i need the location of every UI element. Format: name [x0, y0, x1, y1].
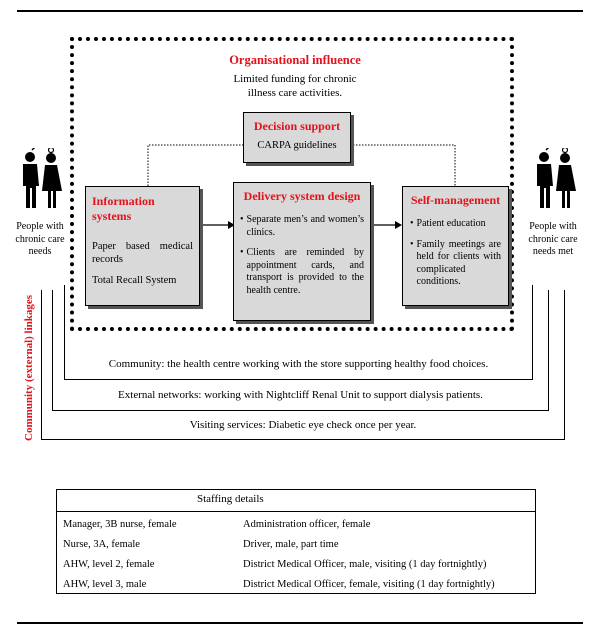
staffing-cell-left: Manager, 3B nurse, female — [63, 518, 177, 530]
people-left-line-3: needs — [28, 246, 52, 257]
info-item-1-line-1: Paper based medical — [92, 241, 193, 252]
community-linkages-label: Community (external) linkages — [23, 294, 35, 441]
decision-support-title: Decision support — [253, 119, 341, 133]
org-influence-title: Organisational influence — [229, 53, 361, 67]
staffing-row: Nurse, 3A, female Driver, male, part time — [63, 534, 533, 554]
self-management-box: Self-management • Patient education • Fa… — [402, 186, 509, 306]
org-influence-text: Limited funding for chronic illness care… — [150, 72, 440, 100]
people-icon-left — [23, 148, 62, 208]
dotted-connector-right — [350, 144, 456, 186]
staffing-cell-right: Driver, male, part time — [243, 538, 339, 550]
delivery-system-box: Delivery system design • Separate men’s … — [233, 182, 371, 321]
staffing-row: AHW, level 2, female District Medical Off… — [63, 554, 533, 574]
bullet-dot: • — [240, 214, 244, 225]
community-bracket — [64, 285, 533, 380]
people-right-line-1: People with — [529, 221, 577, 232]
people-label-left: People with chronic care needs — [8, 221, 72, 259]
decision-support-box: Decision support CARPA guidelines — [243, 112, 351, 163]
people-right-line-2: chronic care — [528, 233, 578, 245]
staffing-cell-right: Administration officer, female — [243, 518, 371, 530]
people-right-line-3: needs met — [532, 246, 574, 257]
self-bullet-1-text: Patient education — [416, 218, 486, 229]
people-icon-right — [537, 148, 576, 208]
staffing-cell-left: Nurse, 3A, female — [63, 538, 140, 550]
staffing-header: Staffing details — [57, 490, 535, 512]
info-item-2: Total Recall System — [92, 275, 177, 286]
external-linkage-text: External networks: working with Nightcli… — [118, 389, 483, 401]
staffing-cell-left: AHW, level 2, female — [63, 558, 155, 570]
org-line-1: Limited funding for chronic — [233, 73, 357, 85]
staffing-cell-right: District Medical Officer, male, visiting… — [243, 558, 487, 570]
staffing-cell-right: District Medical Officer, female, visiti… — [243, 578, 495, 590]
dotted-connector-left — [147, 144, 243, 186]
bullet-dot: • — [410, 238, 414, 250]
staffing-row: Manager, 3B nurse, female Administration … — [63, 514, 533, 534]
external-bracket — [52, 290, 549, 411]
delivery-bullet-1-text: Separate men’s and women’s clinics. — [246, 214, 364, 238]
information-systems-box: Information systems Paper based medical … — [85, 186, 200, 306]
self-bullet-1: • Patient education — [410, 218, 501, 231]
arrow-head-2 — [395, 221, 402, 229]
people-left-line-1: People with — [16, 221, 64, 232]
people-left-line-2: chronic care — [15, 233, 65, 245]
self-management-title: Self-management — [410, 193, 501, 207]
decision-support-text: CARPA guidelines — [257, 140, 337, 151]
info-item-1: Paper based medical records — [92, 240, 193, 266]
delivery-bullet-2-text: Clients are reminded by appointment card… — [246, 247, 364, 296]
self-bullet-2: • Family meetings are held for clients w… — [410, 239, 501, 289]
people-label-right: People with chronic care needs met — [521, 221, 585, 259]
delivery-bullet-1: • Separate men’s and women’s clinics. — [240, 214, 364, 239]
org-line-2: illness care activities. — [247, 87, 343, 99]
organisation-frame — [70, 37, 514, 331]
community-linkage-text: Community: the health centre working wit… — [108, 358, 489, 370]
visiting-bracket — [41, 290, 565, 440]
arrow-head-1 — [228, 221, 235, 229]
staffing-title: Staffing details — [197, 493, 264, 505]
information-systems-title: Information systems — [92, 194, 155, 223]
self-bullet-2-text: Family meetings are held for clients wit… — [416, 238, 501, 288]
top-rule — [17, 10, 583, 12]
bottom-rule — [17, 622, 583, 624]
delivery-system-title: Delivery system design — [243, 189, 361, 203]
delivery-bullet-2: • Clients are reminded by appointment ca… — [240, 247, 364, 297]
staffing-row: AHW, level 3, male District Medical Offic… — [63, 574, 533, 594]
bullet-dot: • — [240, 247, 244, 258]
info-item-1-line-2: records — [92, 254, 123, 265]
staffing-rows: Manager, 3B nurse, female Administration … — [63, 514, 533, 594]
staffing-cell-left: AHW, level 3, male — [63, 578, 147, 590]
bullet-dot: • — [410, 218, 414, 229]
visiting-linkage-text: Visiting services: Diabetic eye check on… — [189, 419, 417, 431]
staffing-table: Staffing details Manager, 3B nurse, fema… — [56, 489, 536, 594]
